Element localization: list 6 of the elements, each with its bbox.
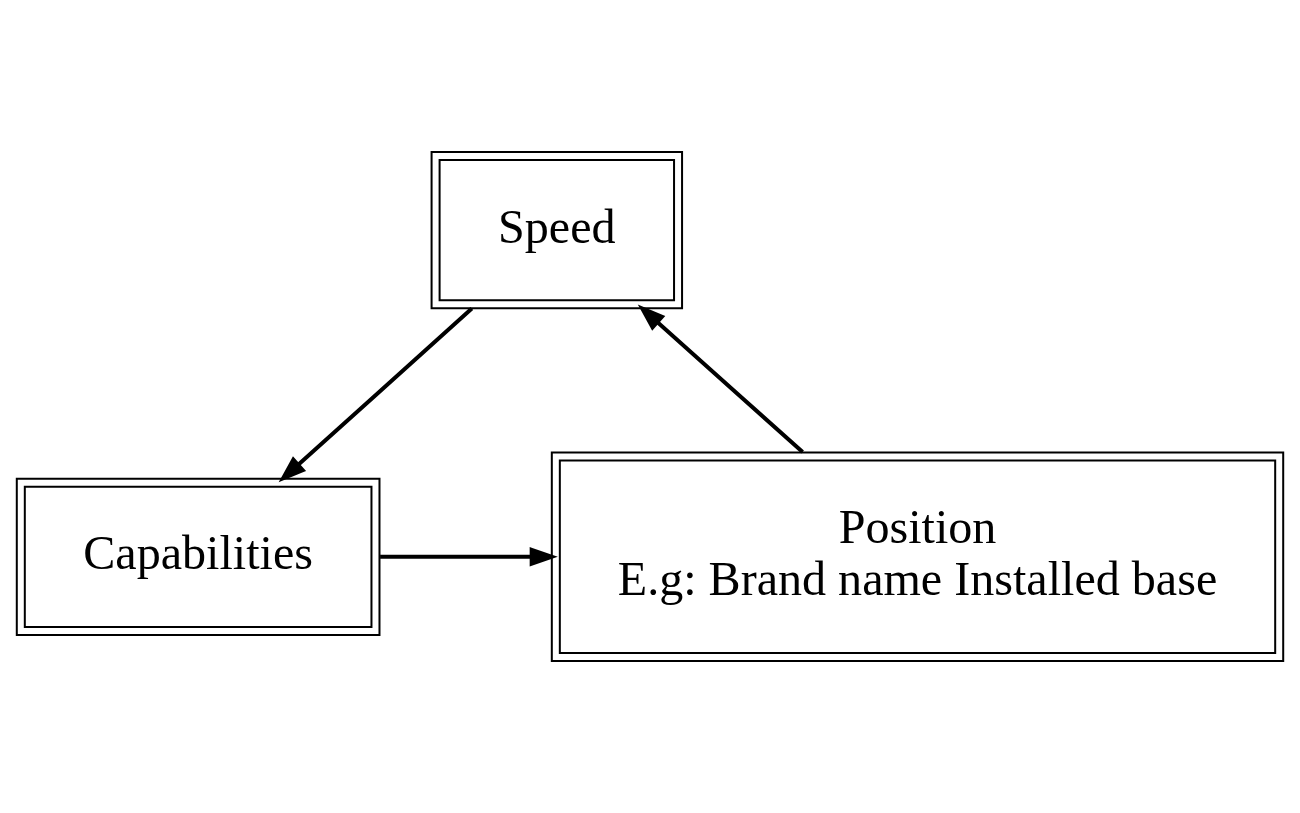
arrow [637, 304, 804, 454]
arrow [278, 307, 474, 483]
node-box: Capabilities [15, 477, 381, 636]
node-box: Speed [430, 151, 684, 310]
node-box: Position E.g: Brand name Installed base [550, 451, 1285, 662]
arrow [380, 546, 558, 567]
